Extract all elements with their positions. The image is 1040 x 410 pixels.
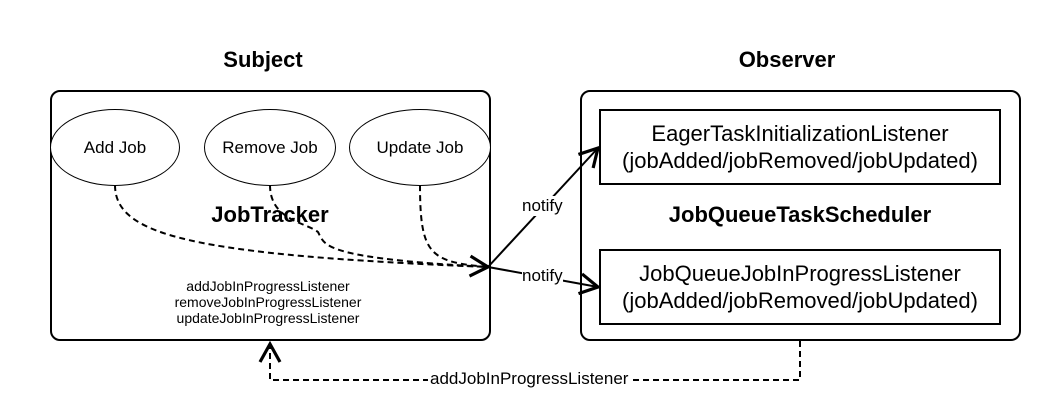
- remove-job-flow: [269, 184, 492, 278]
- listener-eager-task-name: EagerTaskInitializationListener: [651, 121, 949, 146]
- subject-methods: addJobInProgressListener removeJobInProg…: [158, 278, 378, 326]
- notify-bottom-label: notify: [522, 266, 563, 286]
- listener-jobqueue: JobQueueJobInProgressListener (jobAdded/…: [599, 249, 1001, 325]
- method-update: updateJobInProgressListener: [176, 310, 360, 326]
- listener-eager-task: EagerTaskInitializationListener (jobAdde…: [599, 109, 1001, 185]
- notify-top-label: notify: [522, 196, 563, 216]
- listener-eager-task-methods: (jobAdded/jobRemoved/jobUpdated): [622, 148, 978, 173]
- event-add-job-label: Add Job: [83, 137, 147, 157]
- method-remove: removeJobInProgressListener: [174, 294, 362, 310]
- method-add: addJobInProgressListener: [186, 278, 350, 294]
- event-update-job-label: Update Job: [376, 137, 464, 157]
- event-add-job: Add Job: [50, 109, 180, 186]
- event-remove-job: Remove Job: [204, 109, 336, 186]
- event-update-job: Update Job: [349, 109, 491, 186]
- add-job-flow: [114, 184, 489, 268]
- listener-jobqueue-methods: (jobAdded/jobRemoved/jobUpdated): [622, 288, 978, 313]
- update-job-flow: [419, 184, 489, 268]
- event-remove-job-label: Remove Job: [222, 137, 318, 157]
- observer-heading: Observer: [738, 47, 836, 72]
- scheduler-label: JobQueueTaskScheduler: [668, 202, 932, 227]
- register-label: addJobInProgressListener: [428, 369, 631, 389]
- jobtracker-label: JobTracker: [211, 202, 329, 227]
- listener-jobqueue-name: JobQueueJobInProgressListener: [639, 261, 961, 286]
- subject-heading: Subject: [223, 47, 303, 72]
